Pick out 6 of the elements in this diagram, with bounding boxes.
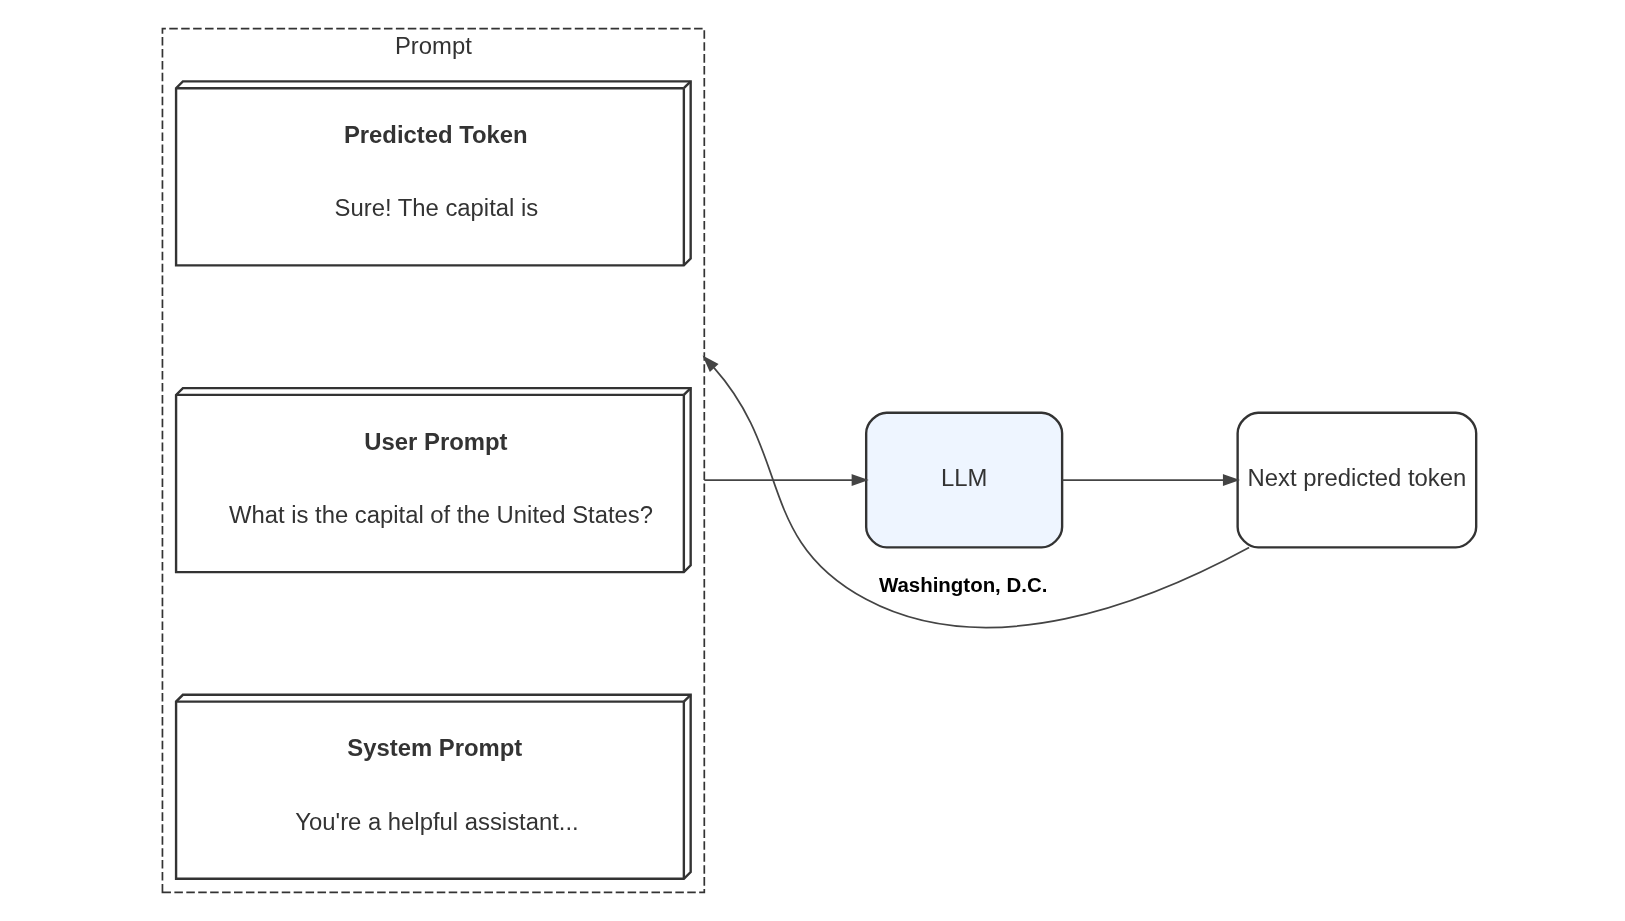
node-box: Next predicted token — [1236, 411, 1478, 549]
arrow — [1061, 474, 1240, 487]
arrow — [703, 474, 869, 487]
edge-label: Washington, D.C. — [878, 572, 1048, 596]
arrow — [702, 355, 1250, 629]
node-box: LLM — [864, 411, 1064, 549]
